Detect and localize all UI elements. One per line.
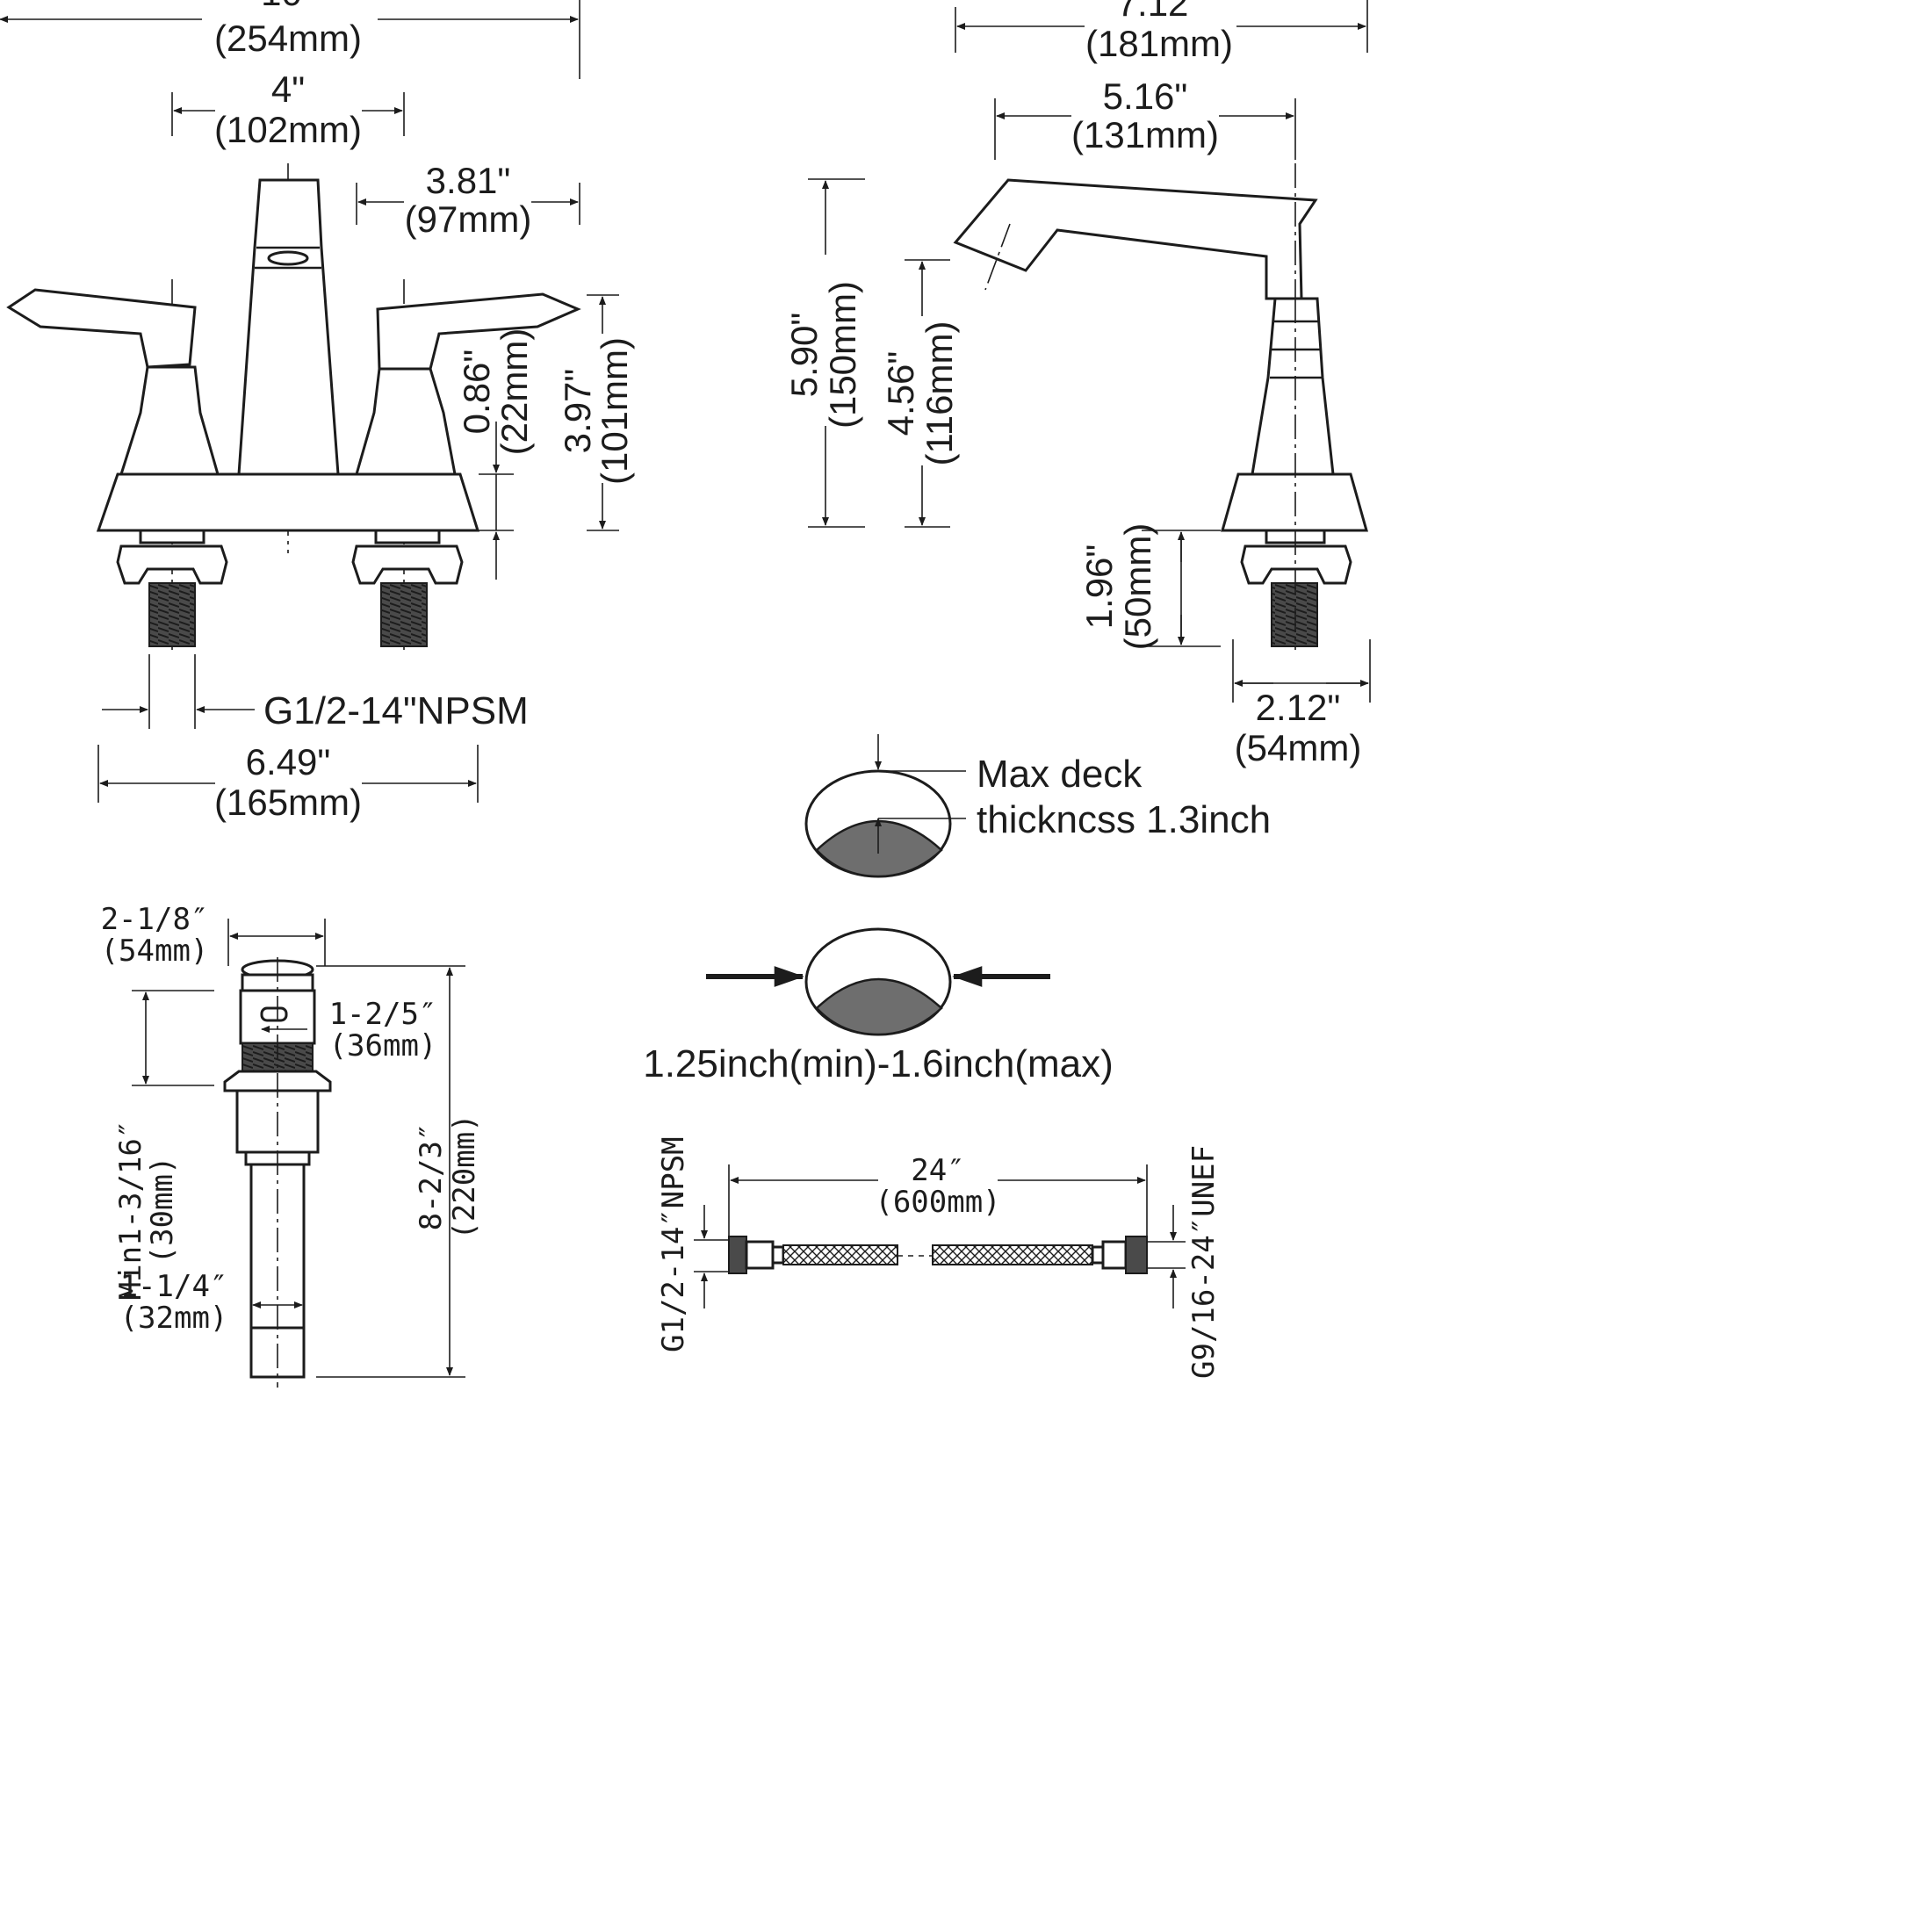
side-view: 7.12" (181mm) 5.16" (131mm) 5.90" (150mm…: [783, 0, 1371, 768]
aerator-icon: [267, 250, 309, 266]
right-thread-label: G9/16-24″UNEF: [1186, 1145, 1222, 1379]
overall-depth-mm: (181mm): [1085, 23, 1233, 64]
spout-body: [237, 178, 340, 476]
shank-length-mm: (50mm): [1117, 523, 1158, 651]
thread-label: G1/2-14"NPSM: [263, 689, 529, 732]
left-handle-body: [119, 365, 220, 476]
base-height-in: 0.86": [456, 350, 497, 435]
side-base: [1221, 472, 1368, 532]
overall-height-mm: (150mm): [822, 281, 863, 429]
threaded-shank: [1271, 582, 1318, 647]
cap-width-mm: (54mm): [101, 934, 209, 969]
base-height-mm: (22mm): [494, 328, 535, 456]
deck-section: [815, 819, 943, 878]
body-width-mm: (36mm): [329, 1028, 437, 1063]
hole-section: [815, 977, 943, 1036]
front-view: 10" (254mm) 4" (102mm) 3.81" (97mm): [0, 0, 635, 823]
hose-ferrule-right: [1091, 1245, 1105, 1265]
base-width-mm: (165mm): [214, 782, 362, 823]
spout-height-mm: (116mm): [919, 321, 960, 466]
threaded-shank: [380, 582, 428, 647]
hose-length-mm: (600mm): [875, 1185, 1000, 1220]
overflow-slot: [260, 1006, 288, 1022]
side-column: [1251, 297, 1335, 476]
washer: [139, 529, 205, 544]
left-thread-label: G1/2-14″NPSM: [656, 1136, 691, 1352]
side-spout-reach-in: 5.16": [1103, 76, 1188, 117]
handle-height-mm: (101mm): [594, 337, 635, 485]
tail-diameter-mm: (32mm): [120, 1301, 228, 1336]
spout-reach-mm: (97mm): [405, 198, 532, 240]
threaded-shank: [148, 582, 196, 647]
hose-fitting-right: [1101, 1240, 1128, 1270]
base-width-in: 6.49": [246, 741, 331, 782]
hose-length-in: 24″: [911, 1153, 964, 1188]
overall-depth-in: 7.12": [1117, 0, 1202, 24]
supply-hose-diagram: 24″ (600mm) G1/2-14″NPSM G9/16-24″UNEF: [656, 1136, 1222, 1379]
base-depth-in: 2.12": [1256, 687, 1341, 728]
hose-braid-left: [782, 1244, 898, 1265]
mounting-nut: [351, 544, 464, 585]
overall-width-mm: (254mm): [214, 18, 362, 59]
left-handle-lever: [6, 288, 197, 369]
overall-width-in: 10": [261, 0, 315, 13]
overall-height-in: 5.90": [783, 313, 825, 398]
drain-length-mm: (220mm): [447, 1114, 482, 1239]
drain-length-in: 8-2/3″: [414, 1123, 449, 1231]
mounting-nut: [116, 544, 228, 585]
hose-ferrule-left: [771, 1245, 785, 1265]
spout-reach-in: 3.81": [426, 160, 511, 201]
max-deck-label: Max deck: [977, 753, 1143, 796]
tail-diameter-in: 1-1/4″: [120, 1269, 228, 1304]
center-spacing-in: 4": [271, 68, 305, 110]
base-depth-mm: (54mm): [1235, 727, 1362, 768]
hose-fitting-left: [745, 1240, 775, 1270]
handle-height-in: 3.97": [557, 369, 598, 454]
spout-height-in: 4.56": [880, 351, 921, 436]
hose-braid-right: [932, 1244, 1093, 1265]
side-spout: [953, 178, 1318, 300]
shank-length-in: 1.96": [1078, 544, 1120, 630]
hole-size-label: 1.25inch(min)-1.6inch(max): [643, 1042, 1114, 1085]
side-spout-reach-mm: (131mm): [1071, 114, 1219, 155]
right-handle-body: [355, 367, 457, 476]
base-plate: [96, 472, 480, 532]
drain-diagram: 2-1/8″ (54mm) 1-2/5″ (36mm) Min1-3/16″ (…: [101, 902, 482, 1388]
min-thickness-in: Min1-3/16″: [113, 1121, 148, 1301]
cap-width-in: 2-1/8″: [101, 902, 209, 937]
body-width-in: 1-2/5″: [329, 997, 437, 1032]
mounting-nut: [1240, 544, 1352, 585]
max-deck-thickness-label: thickncss 1.3inch: [977, 798, 1271, 841]
hose-nut-left: [728, 1236, 747, 1274]
center-line: [984, 223, 1011, 291]
hose-nut-right: [1125, 1236, 1148, 1274]
center-spacing-mm: (102mm): [214, 109, 362, 150]
deck-thickness-diagram: Max deck thickncss 1.3inch: [804, 734, 1271, 878]
washer: [374, 529, 441, 544]
hole-diameter-diagram: 1.25inch(min)-1.6inch(max): [643, 927, 1114, 1085]
min-thickness-mm: (30mm): [145, 1157, 180, 1265]
